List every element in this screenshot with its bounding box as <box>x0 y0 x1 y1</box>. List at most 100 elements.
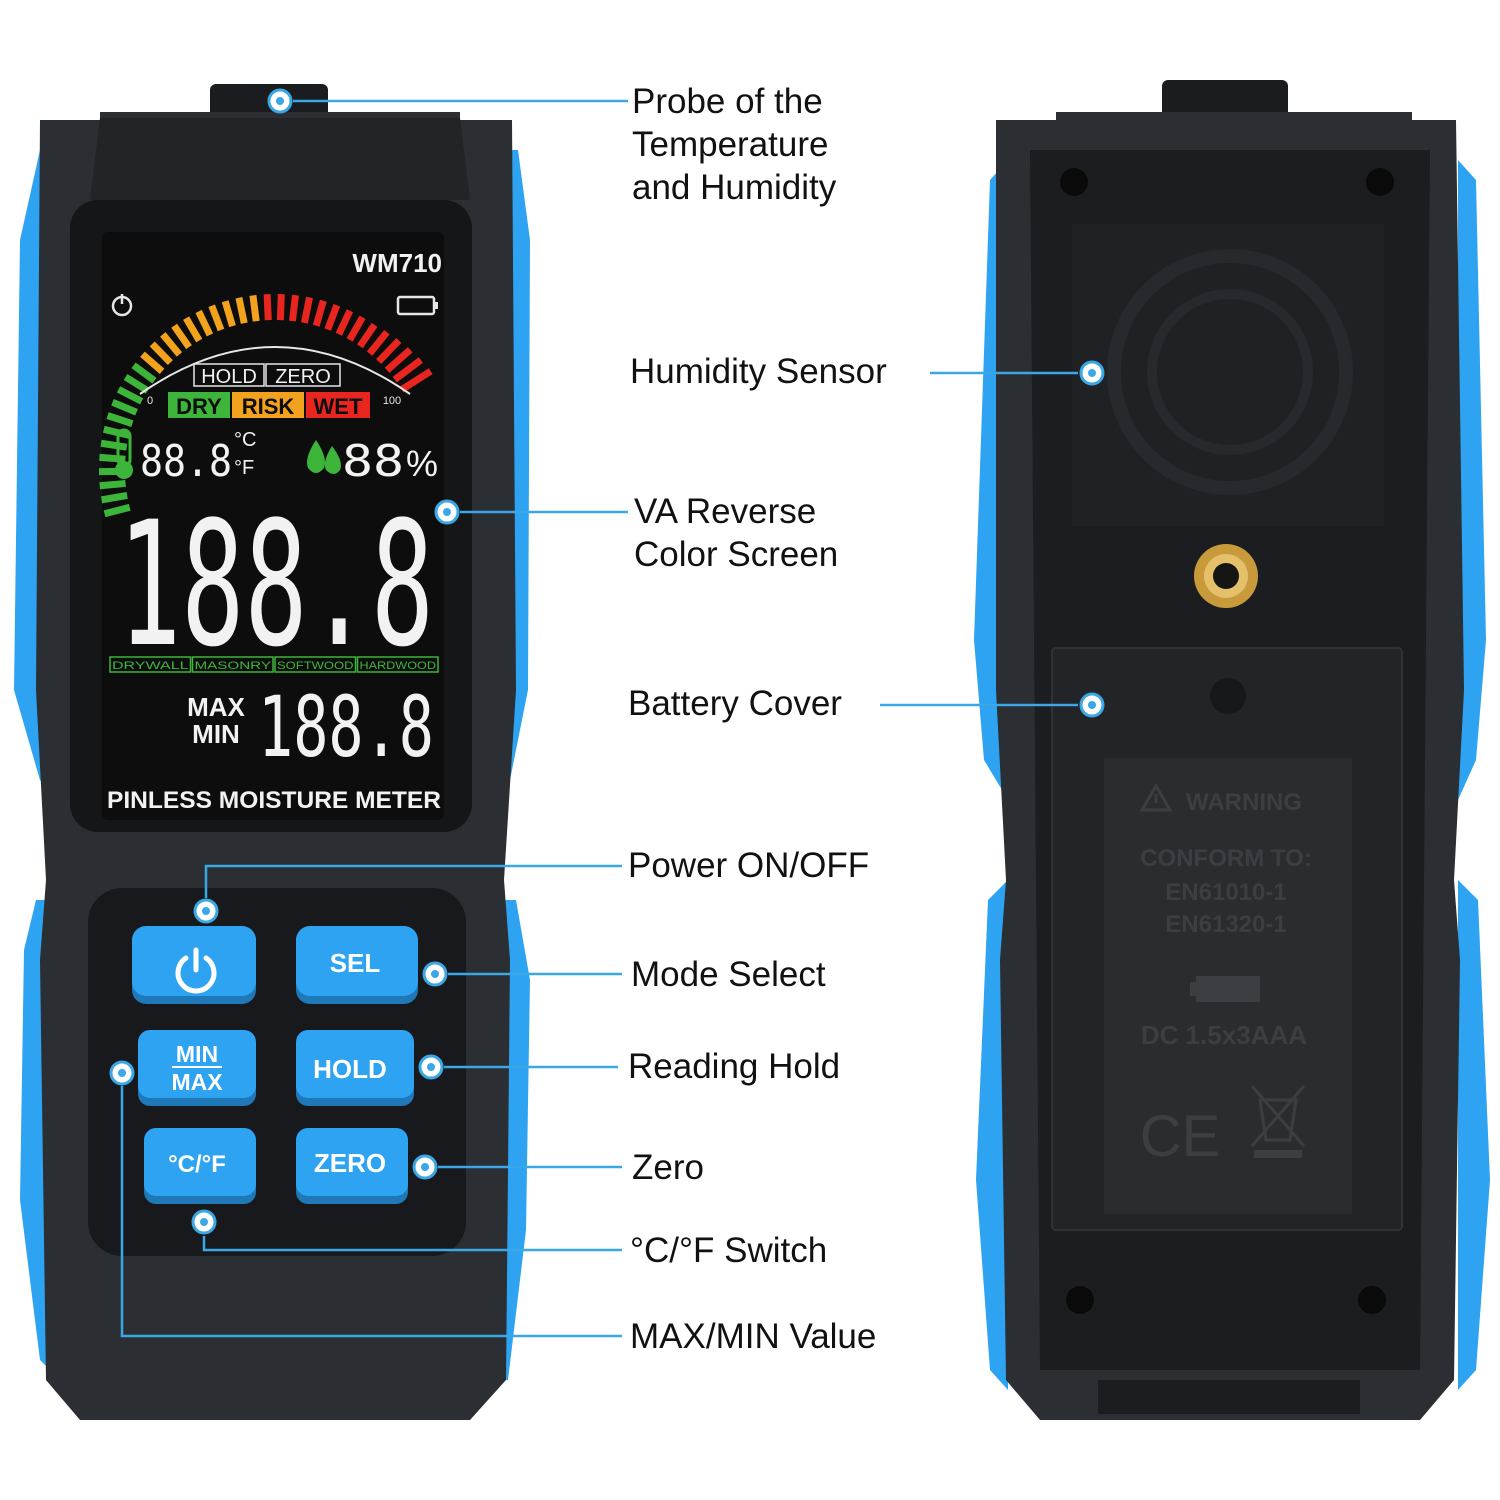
gauge-tick <box>100 492 128 504</box>
gauge-tick <box>399 368 433 393</box>
warning-label: WARNING <box>1186 789 1302 816</box>
humidity-sensor-ring-inner <box>1147 289 1313 455</box>
gauge-tick <box>171 323 192 350</box>
hold-button[interactable]: HOLD <box>296 1030 414 1106</box>
front-top-bezel <box>90 118 470 200</box>
gauge-dry-bg <box>168 392 230 418</box>
callout-screen-line-2: Color Screen <box>634 535 839 574</box>
gauge-risk-label: RISK <box>242 394 295 419</box>
callout-mode: Mode Select <box>631 955 826 994</box>
gauge-tick <box>100 439 128 451</box>
gauge-dry-label: DRY <box>176 394 222 419</box>
gauge-tick <box>366 329 390 356</box>
back-screw-bottom-left <box>1066 1286 1094 1314</box>
minmax-button[interactable]: MIN MAX <box>138 1030 256 1106</box>
back-right-blue-strip <box>1458 160 1486 800</box>
gauge-tick <box>376 338 402 364</box>
leader-unit <box>202 1236 622 1252</box>
callout-power: Power ON/OFF <box>628 846 870 885</box>
unit-button-label: °C/°F <box>168 1151 226 1178</box>
gauge-tick <box>99 479 126 490</box>
hold-button-label: HOLD <box>313 1054 387 1084</box>
maxmin-max-label: MAX <box>187 692 245 722</box>
humidity-sensor-pad <box>1072 224 1384 526</box>
battery-icon <box>396 295 438 316</box>
material-box <box>109 656 192 673</box>
gauge-risk-bg <box>232 392 304 418</box>
callout-probe-line-1: Probe of the <box>632 82 823 121</box>
gauge-wet-bg <box>306 392 370 418</box>
minmax-button-min-label: MIN <box>176 1041 218 1067</box>
callout-maxmin: MAX/MIN Value <box>630 1317 877 1356</box>
gauge-hold-box <box>193 363 265 387</box>
minmax-button-max-label: MAX <box>171 1069 223 1095</box>
temperature-digits: 88.8 <box>140 436 232 487</box>
power-button[interactable] <box>132 926 256 1004</box>
tripod-mount-hole <box>1213 563 1239 589</box>
model-label: WM710 <box>352 248 442 278</box>
gauge-tick <box>276 293 285 321</box>
gauge-min-label: 0 <box>147 395 153 407</box>
gauge-tick <box>346 315 366 342</box>
sel-button[interactable]: SEL <box>296 926 418 1004</box>
gauge-inner-arc <box>139 346 411 395</box>
material-label: SOFTWOOD <box>277 660 354 672</box>
gauge-tick <box>221 300 236 328</box>
back-battery-icon <box>1190 976 1260 1002</box>
gauge-tick <box>149 341 173 365</box>
main-reading-digits: 188.8 <box>118 484 434 685</box>
back-bottom-foot <box>1098 1380 1360 1414</box>
back-left-blue-strip-lower <box>976 880 1008 1390</box>
gauge-tick <box>160 332 183 357</box>
gauge-tick <box>208 304 225 332</box>
gauge-arc <box>98 293 433 518</box>
zero-button-label: ZERO <box>314 1148 386 1178</box>
gauge-tick <box>235 297 248 324</box>
leader-lines <box>120 99 1078 1338</box>
gauge-tick <box>263 294 272 321</box>
callout-unit: °C/°F Switch <box>630 1231 828 1270</box>
gauge-tick <box>99 453 126 463</box>
gauge-tick <box>111 399 138 416</box>
callout-probe-line-3: and Humidity <box>632 168 837 207</box>
back-right-blue-strip-lower <box>1458 880 1490 1390</box>
gauge-tick <box>131 362 157 384</box>
gauge-tick <box>123 374 150 394</box>
back-screw-top-left <box>1060 168 1088 196</box>
weee-bin-icon <box>1250 1085 1306 1158</box>
power-spec-label: DC 1.5x3AAA <box>1141 1020 1307 1050</box>
back-screw-bottom-right <box>1358 1286 1386 1314</box>
gauge-tick <box>103 503 131 518</box>
humidity-sensor-ring-outer <box>1107 249 1353 495</box>
sel-button-label: SEL <box>330 948 381 978</box>
device-name-label: PINLESS MOISTURE METER <box>107 787 441 814</box>
gauge-tick <box>392 357 423 383</box>
standard-2-label: EN61320-1 <box>1165 911 1286 938</box>
gauge-tick <box>384 347 413 373</box>
screen <box>102 232 444 820</box>
warning-triangle-icon <box>1139 783 1173 812</box>
material-box <box>274 656 357 673</box>
gauge-tick <box>183 316 203 343</box>
power-icon <box>111 294 133 317</box>
callout-battery-cover: Battery Cover <box>628 684 842 723</box>
leader-maxmin <box>120 1086 622 1338</box>
unit-button[interactable]: °C/°F <box>144 1128 256 1204</box>
gauge-tick <box>356 322 378 349</box>
maxmin-digits: 188.8 <box>258 678 434 776</box>
callout-zero: Zero <box>632 1148 704 1187</box>
gauge-tick <box>140 351 165 374</box>
back-screw-top-right <box>1366 168 1394 196</box>
material-label: DRYWALL <box>112 660 189 672</box>
battery-cover-latch <box>1210 678 1246 714</box>
gauge-max-label: 100 <box>383 395 401 407</box>
gauge-tick <box>116 386 144 405</box>
zero-button[interactable]: ZERO <box>296 1128 408 1204</box>
thermometer-icon <box>115 428 133 479</box>
material-label: MASONRY <box>195 660 272 672</box>
callout-screen: VA Reverse Color Screen <box>634 490 838 576</box>
leader-dot-centers <box>118 97 1096 1226</box>
conform-label: CONFORM TO: <box>1140 845 1312 872</box>
